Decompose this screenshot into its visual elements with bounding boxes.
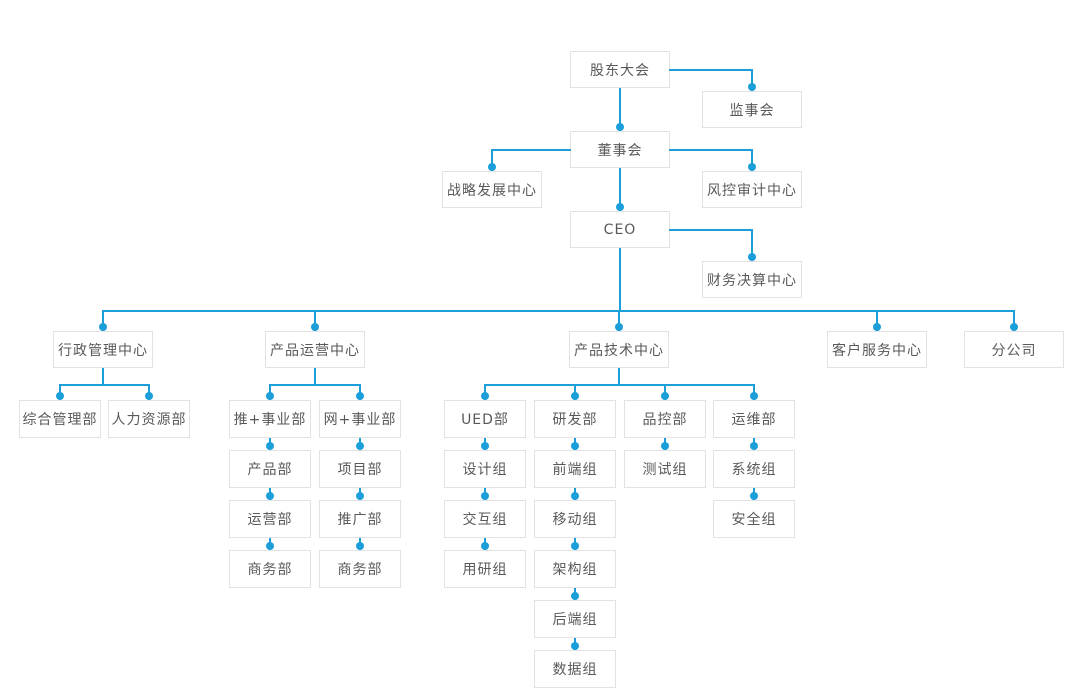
connector-vline [618,311,620,331]
connector-dot [571,542,579,550]
org-node-project-dept: 项目部 [319,450,401,488]
connector-vline [751,69,753,91]
org-node-customer-service: 客户服务中心 [827,331,927,368]
connector-hline [59,384,150,386]
connector-dot [56,392,64,400]
org-node-admin: 行政管理中心 [53,331,153,368]
org-node-data-group: 数据组 [534,650,616,688]
org-node-system: 系统组 [713,450,795,488]
connector-vline [1013,311,1015,331]
org-node-hr: 人力资源部 [108,400,190,438]
org-node-wang-bu: 网+事业部 [319,400,401,438]
connector-dot [750,492,758,500]
connector-vline [619,248,621,312]
connector-hline [669,228,753,231]
connector-dot [481,542,489,550]
org-node-product-tech: 产品技术中心 [569,331,669,368]
org-node-strategy: 战略发展中心 [442,171,542,208]
connector-dot [571,492,579,500]
org-node-finance: 财务决算中心 [702,261,802,298]
org-node-tui-bu: 推+事业部 [229,400,311,438]
connector-dot [481,442,489,450]
connector-vline [619,88,621,131]
org-node-business-wang: 商务部 [319,550,401,588]
connector-dot [145,392,153,400]
connector-dot [488,163,496,171]
connector-dot [356,492,364,500]
org-node-product-ops: 产品运营中心 [265,331,365,368]
org-node-operations: 运营部 [229,500,311,538]
connector-dot [1010,323,1018,331]
connector-dot [616,203,624,211]
org-node-business-tui: 商务部 [229,550,311,588]
org-node-testing: 测试组 [624,450,706,488]
connector-hline [669,68,753,71]
connector-dot [266,542,274,550]
connector-dot [356,442,364,450]
connector-dot [266,392,274,400]
connector-vline [102,311,104,331]
connector-hline [102,310,1015,312]
connector-vline [751,149,753,171]
connector-dot [748,163,756,171]
connector-dot [616,123,624,131]
connector-dot [571,392,579,400]
connector-dot [571,592,579,600]
connector-dot [481,392,489,400]
org-node-design: 设计组 [444,450,526,488]
connector-dot [748,253,756,261]
org-node-security: 安全组 [713,500,795,538]
org-node-branch: 分公司 [964,331,1064,368]
connector-hline [491,148,571,151]
connector-dot [615,323,623,331]
connector-dot [748,83,756,91]
org-node-frontend: 前端组 [534,450,616,488]
connector-vline [618,368,620,386]
connector-dot [873,323,881,331]
org-node-ops-dept: 运维部 [713,400,795,438]
connector-vline [102,368,104,386]
connector-dot [99,323,107,331]
connector-vline [619,168,621,211]
connector-vline [314,368,316,386]
connector-dot [571,442,579,450]
connector-vline [314,311,316,331]
connector-dot [311,323,319,331]
connector-vline [876,311,878,331]
connector-dot [356,542,364,550]
org-node-risk: 风控审计中心 [702,171,802,208]
connector-dot [750,392,758,400]
connector-dot [266,442,274,450]
connector-hline [484,384,755,386]
connector-dot [481,492,489,500]
org-node-qc: 品控部 [624,400,706,438]
org-node-ued: UED部 [444,400,526,438]
org-node-user-research: 用研组 [444,550,526,588]
org-node-board: 董事会 [570,131,670,168]
org-node-product-dept: 产品部 [229,450,311,488]
org-node-ceo: CEO [570,211,670,248]
org-node-shareholders: 股东大会 [570,51,670,88]
connector-dot [571,642,579,650]
connector-dot [661,442,669,450]
connector-hline [269,384,361,386]
org-node-promotion: 推广部 [319,500,401,538]
org-node-architecture: 架构组 [534,550,616,588]
connector-hline [669,148,753,151]
connector-dot [750,442,758,450]
org-node-rnd: 研发部 [534,400,616,438]
org-node-interaction: 交互组 [444,500,526,538]
org-node-backend: 后端组 [534,600,616,638]
org-node-mobile: 移动组 [534,500,616,538]
connector-dot [661,392,669,400]
org-node-general-mgmt: 综合管理部 [19,400,101,438]
connector-vline [491,149,493,171]
connector-vline [751,229,753,261]
connector-dot [266,492,274,500]
org-node-supervisory: 监事会 [702,91,802,128]
connector-dot [356,392,364,400]
